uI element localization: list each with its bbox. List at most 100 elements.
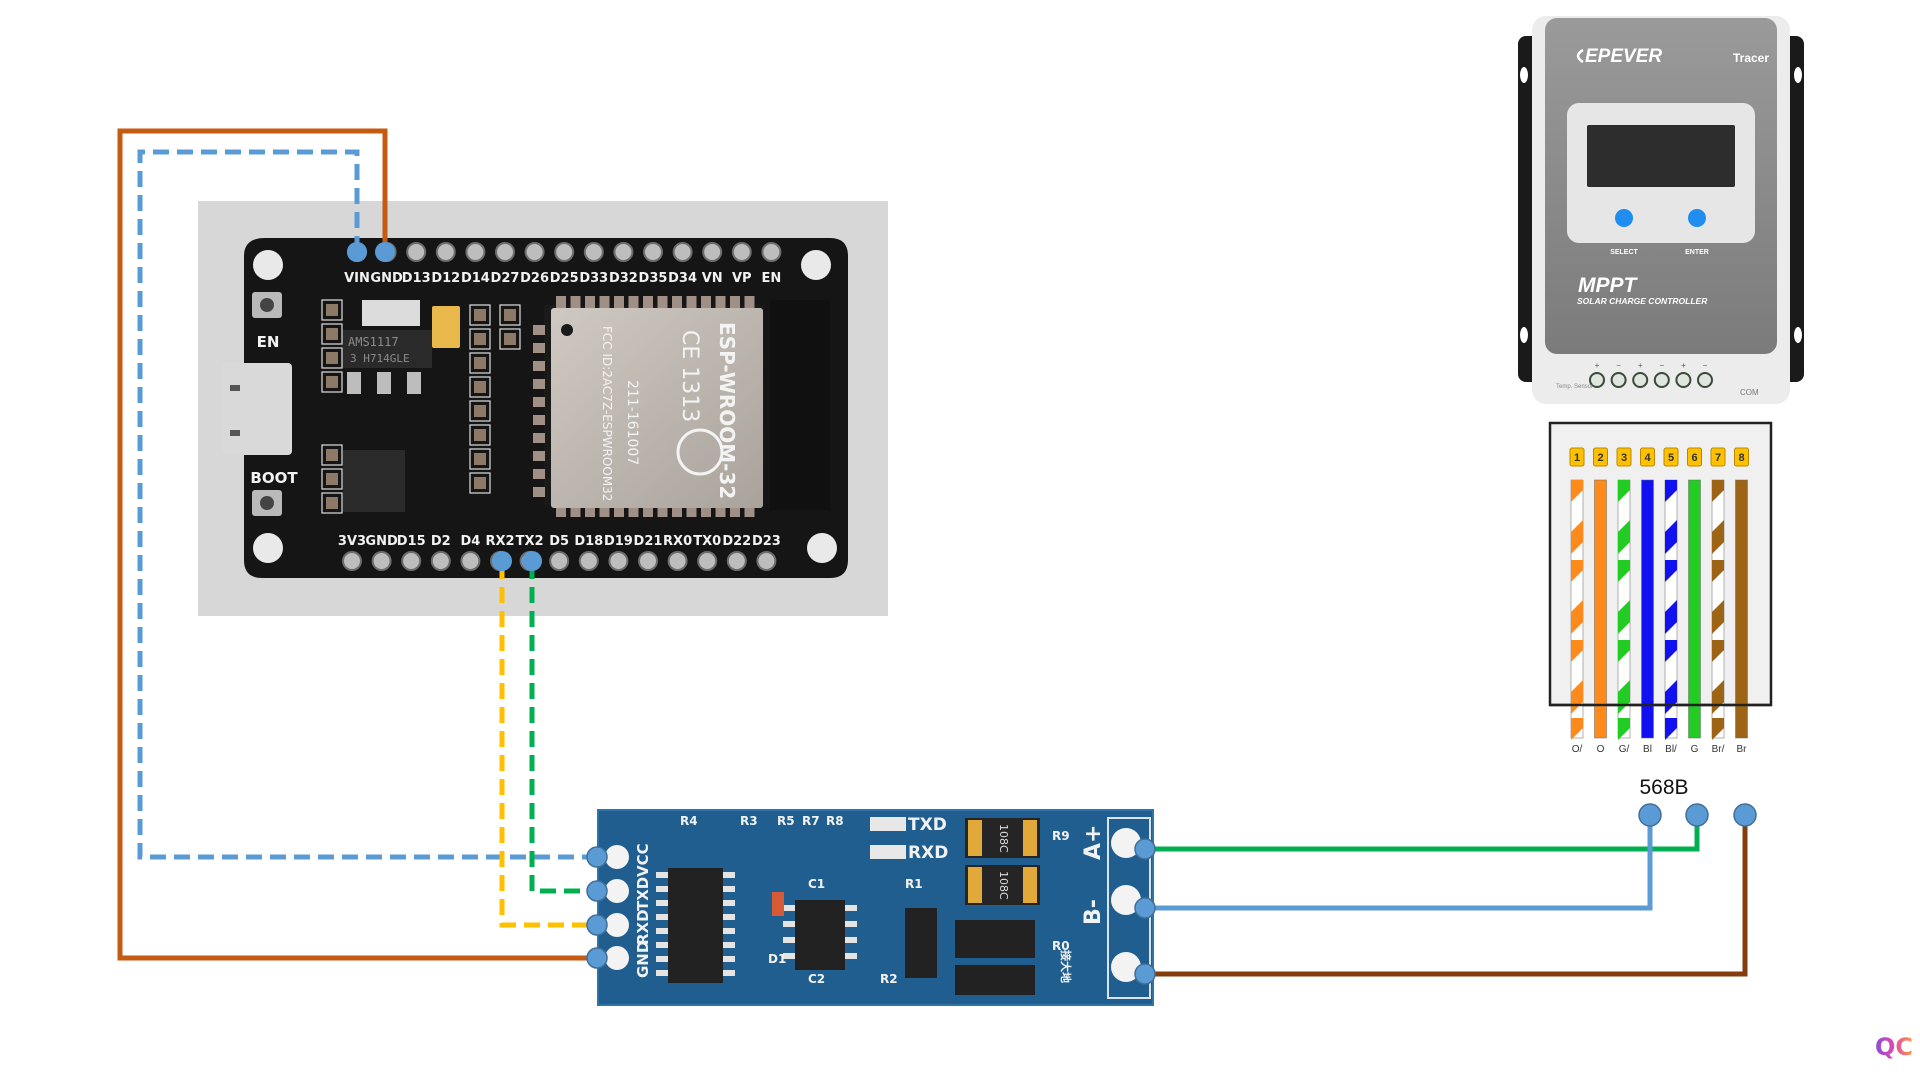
- module-pad: [614, 296, 624, 308]
- dot-568b-3[interactable]: [1733, 803, 1757, 827]
- terminal-sign: +: [1638, 361, 1643, 370]
- wire-stripe: [1618, 520, 1630, 554]
- pin-number: 7: [1715, 452, 1721, 464]
- header-hole: [605, 879, 629, 903]
- enter-button[interactable]: [1688, 209, 1706, 227]
- smd-component: [474, 309, 486, 321]
- smd-outline: [321, 492, 343, 514]
- wire-tx2-green-dashed[interactable]: [529, 563, 597, 894]
- isolator-chip: [795, 900, 845, 970]
- module-pad: [614, 505, 624, 517]
- dot-rs485-earth[interactable]: [1134, 963, 1156, 985]
- dot-568b-2[interactable]: [1685, 803, 1709, 827]
- dot-568b-1[interactable]: [1638, 803, 1662, 827]
- regulator-leg: [407, 372, 421, 394]
- max485-chip: [668, 868, 723, 983]
- wire-stripe: [1665, 560, 1677, 582]
- dot-rs485-gnd[interactable]: [586, 947, 608, 969]
- dot-rs485-a-plus[interactable]: [1134, 838, 1156, 860]
- wire-vin-blue-dashed[interactable]: [137, 149, 597, 860]
- dot-rs485-txd[interactable]: [586, 880, 608, 902]
- component-label: R1: [905, 877, 923, 891]
- earth-label: 接大地: [1059, 950, 1073, 983]
- chip-leg: [656, 886, 668, 892]
- model-label: Tracer: [1733, 51, 1769, 65]
- wire-gnd-orange[interactable]: [117, 128, 597, 961]
- pin-number: 5: [1668, 452, 1674, 464]
- header-pin: [672, 242, 693, 262]
- header-pin: [342, 551, 362, 571]
- dot-rs485-rxd[interactable]: [586, 914, 608, 936]
- dot-rs485-vcc[interactable]: [586, 846, 608, 868]
- wire-ground-brown[interactable]: [1145, 815, 1748, 977]
- component-label: R7: [802, 814, 820, 828]
- chip-leg: [656, 928, 668, 934]
- pin-label-top: D25: [550, 271, 579, 286]
- smd-outline: [321, 347, 343, 369]
- boot-button[interactable]: [252, 490, 282, 516]
- pin-label-top: GND: [370, 271, 403, 286]
- select-button[interactable]: [1615, 209, 1633, 227]
- wire-conductor: [1641, 479, 1654, 739]
- rs485-pin-label: GND: [634, 941, 652, 978]
- smd-outline: [469, 424, 491, 446]
- wire-stripe: [1712, 640, 1724, 662]
- espressif-logo-icon: [676, 428, 724, 476]
- en-button[interactable]: [252, 292, 282, 318]
- module-pin1-mark: [561, 324, 573, 336]
- screw-terminal: [1675, 372, 1692, 388]
- module-pad: [643, 296, 653, 308]
- smd-component: [474, 477, 486, 489]
- connector-dots: [347, 242, 1757, 985]
- wire-color-code: O: [1597, 744, 1605, 755]
- pin-label-top: D32: [609, 271, 638, 286]
- module-code: 211-161007: [624, 380, 640, 465]
- header-pin: [583, 242, 604, 262]
- pin-label-bottom: D23: [752, 534, 781, 549]
- wire-stripe: [1712, 718, 1724, 740]
- wire-stripe: [1712, 520, 1724, 554]
- module-pad: [657, 505, 668, 517]
- screw-terminal: [1653, 372, 1670, 388]
- chip-leg: [783, 921, 795, 927]
- module-pad: [570, 505, 581, 517]
- chip-leg: [656, 942, 668, 948]
- terminal-sign: +: [1595, 361, 1600, 370]
- wire-b-minus-blue[interactable]: [1145, 815, 1653, 911]
- smd-component: [474, 357, 486, 369]
- dot-esp-vin[interactable]: [347, 242, 367, 262]
- label-group: RXD: [634, 909, 652, 945]
- module-pad: [599, 505, 610, 517]
- module-pad: [686, 505, 697, 517]
- diode-package: [905, 908, 937, 978]
- module-pad: [730, 296, 740, 308]
- smd-component: [326, 376, 338, 388]
- chip-leg: [845, 921, 857, 927]
- terminal-sign: +: [1681, 361, 1686, 370]
- dot-esp-tx2[interactable]: [522, 551, 542, 571]
- pin-label-bottom: D4: [460, 534, 480, 549]
- tvs-diode: [955, 965, 1035, 995]
- smd-outline: [469, 352, 491, 374]
- bracket-hole: [1520, 67, 1528, 83]
- brand-logo: EPEVER: [1585, 46, 1662, 67]
- rj45-pin-8: 8Br: [1734, 447, 1749, 755]
- boot-button-label: BOOT: [250, 469, 298, 487]
- wire-rx2-yellow-dashed[interactable]: [499, 563, 597, 928]
- smd-outline: [499, 304, 521, 326]
- dot-rs485-b-minus[interactable]: [1134, 897, 1156, 919]
- wire-stripe: [1571, 600, 1583, 634]
- module-pad: [556, 505, 566, 517]
- lcd-display: [1587, 125, 1735, 187]
- module-pad: [585, 505, 595, 517]
- chip-leg: [723, 956, 735, 962]
- rxd-led-label: RXD: [908, 843, 948, 863]
- dot-esp-rx2[interactable]: [492, 551, 512, 571]
- pin-label-top: VN: [702, 271, 723, 286]
- wire-a-plus-green[interactable]: [1145, 815, 1700, 852]
- dot-esp-gnd[interactable]: [375, 242, 395, 262]
